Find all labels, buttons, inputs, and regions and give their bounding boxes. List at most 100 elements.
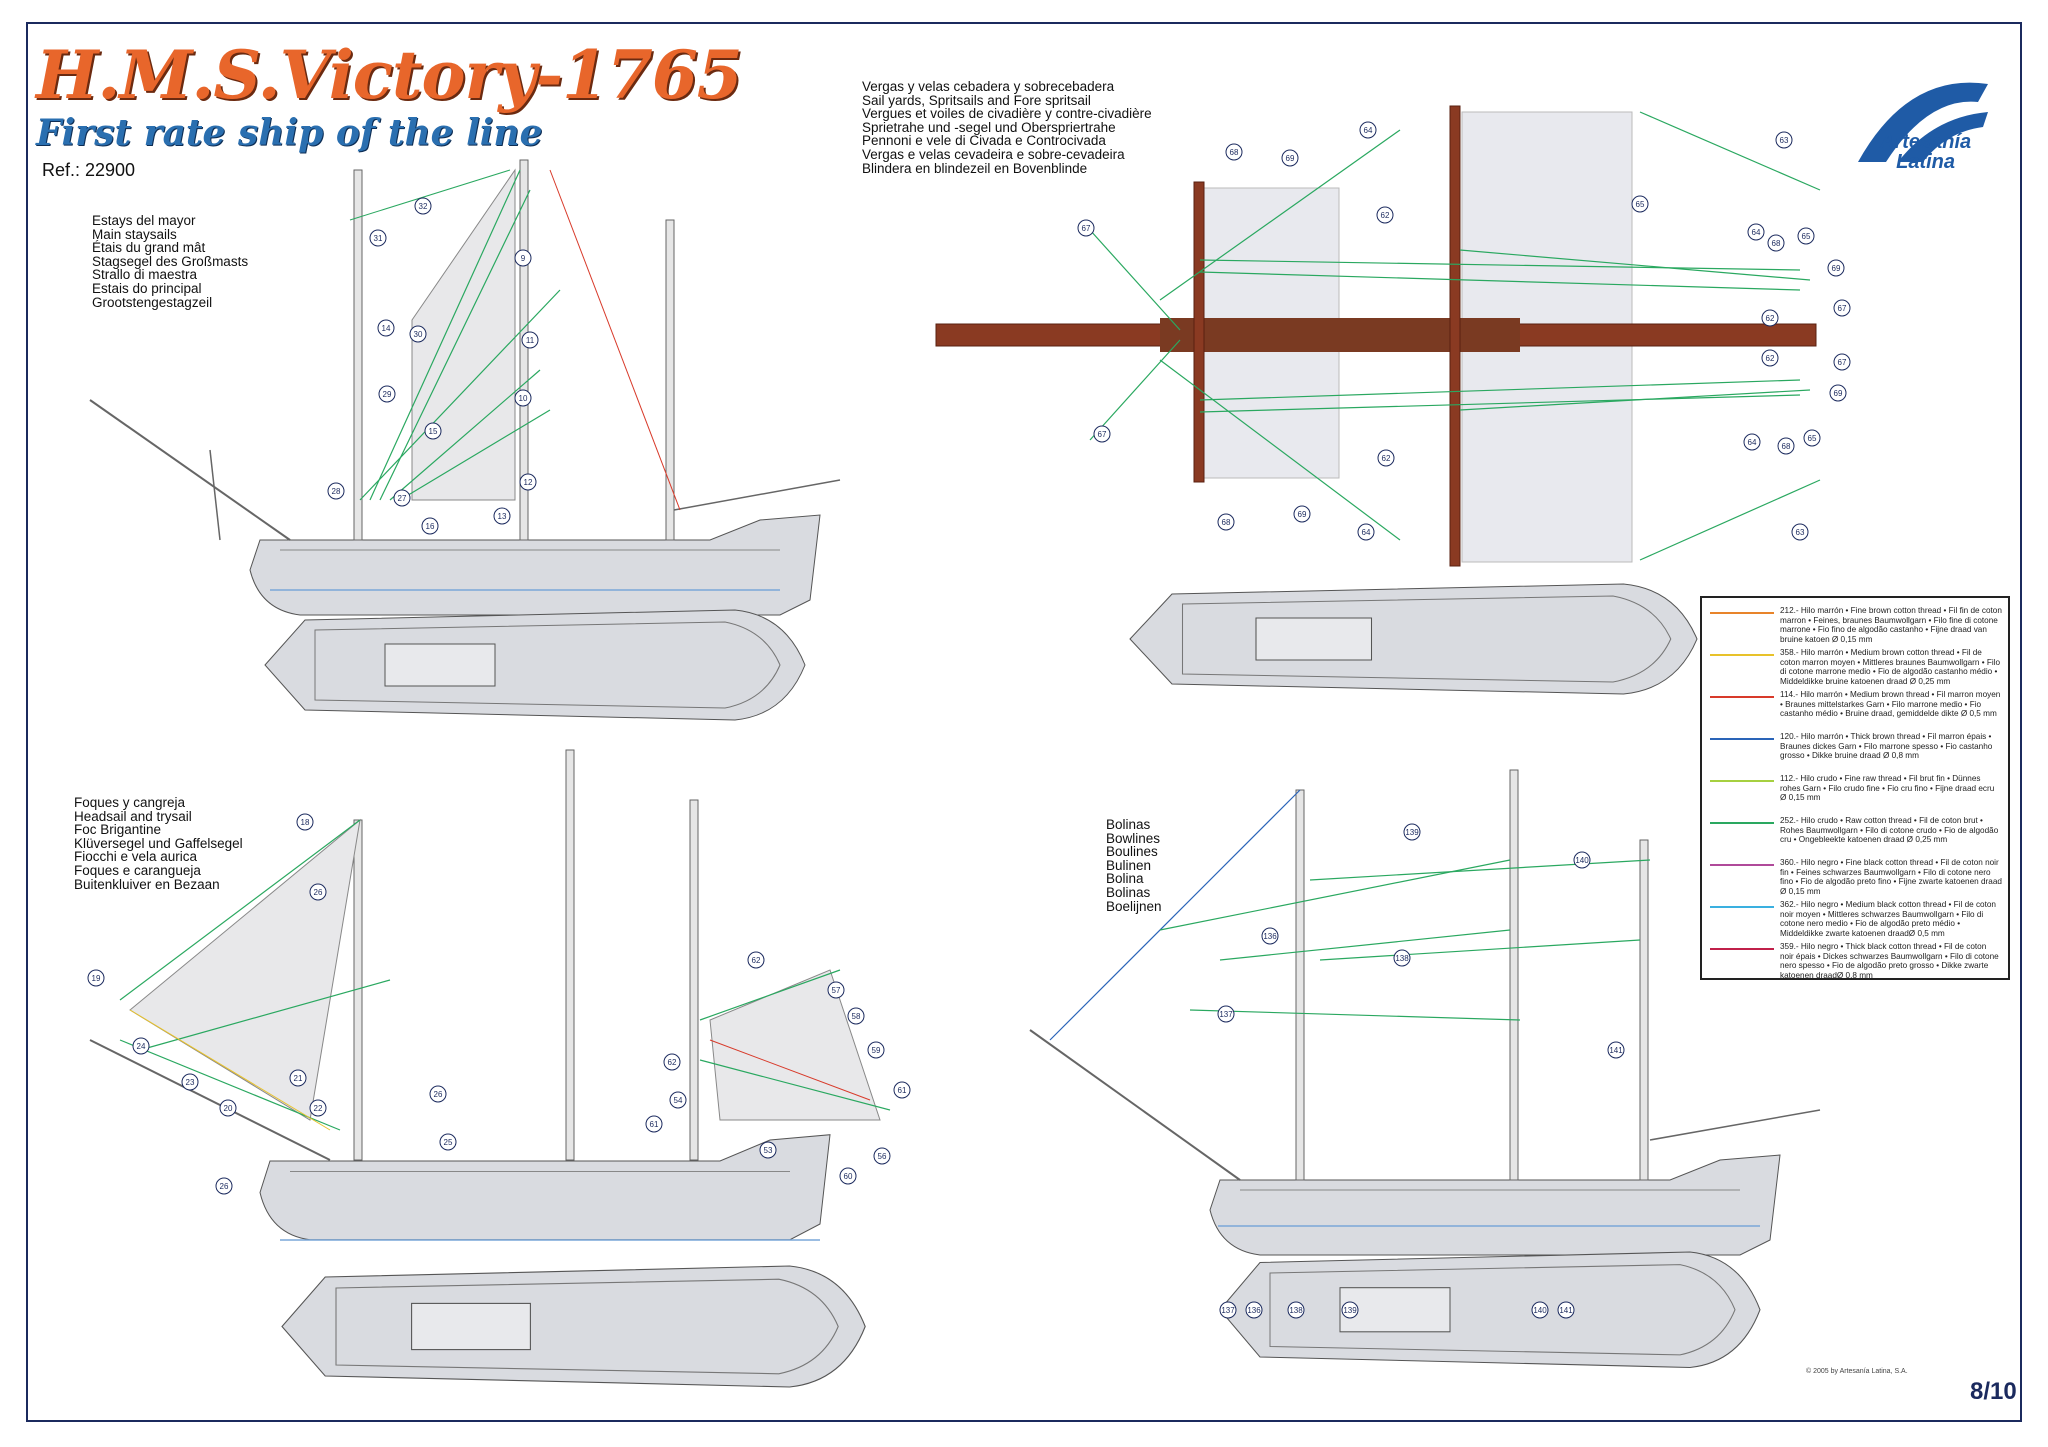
legend-swatch bbox=[1710, 864, 1774, 866]
callout-label: 68 bbox=[1230, 148, 1239, 157]
main-staysails-side-view bbox=[89, 159, 841, 616]
callout-label: 64 bbox=[1364, 126, 1373, 135]
headsail-deck-view bbox=[281, 1265, 866, 1388]
callout-label: 141 bbox=[1559, 1306, 1573, 1315]
callout-label: 19 bbox=[92, 974, 101, 983]
callout-label: 29 bbox=[383, 390, 392, 399]
legend-swatch bbox=[1710, 822, 1774, 824]
callout-label: 68 bbox=[1772, 239, 1781, 248]
callout-label: 69 bbox=[1286, 154, 1295, 163]
legend-text: 252.- Hilo crudo • Raw cotton thread • F… bbox=[1780, 816, 1999, 845]
callout-label: 24 bbox=[137, 1042, 146, 1051]
caption-line: Grootstengestagzeil bbox=[92, 294, 213, 310]
callout-label: 65 bbox=[1802, 232, 1811, 241]
page-subtitle: First rate ship of the line bbox=[36, 112, 543, 154]
caption-line: Foques y cangreja bbox=[74, 795, 186, 810]
callout-label: 138 bbox=[1395, 954, 1409, 963]
caption-line: Vergues et voiles de civadière y contre-… bbox=[862, 106, 1152, 122]
caption-line: Strallo di maestra bbox=[92, 267, 198, 283]
legend-text: 359.- Hilo negro • Thick black cotton th… bbox=[1780, 942, 1999, 980]
callout-label: 139 bbox=[1405, 828, 1419, 837]
caption-line: Stagsegel des Großmasts bbox=[92, 253, 249, 269]
callout-label: 30 bbox=[414, 330, 423, 339]
callout-label: 69 bbox=[1834, 389, 1843, 398]
callout-label: 25 bbox=[444, 1138, 453, 1147]
bowlines-side-view bbox=[1029, 769, 1821, 1256]
bowlines-side-callouts: 139 140 136 138 137 141 bbox=[1217, 823, 1625, 1059]
legend-text: 358.- Hilo marrón • Medium brown cotton … bbox=[1780, 648, 2001, 686]
callout-label: 10 bbox=[519, 394, 528, 403]
headsail-side-callouts: 18 26 19 24 23 20 21 22 26 25 26 62 57 5… bbox=[87, 813, 911, 1195]
callout-label: 59 bbox=[872, 1046, 881, 1055]
callout-label: 62 bbox=[668, 1058, 677, 1067]
caption-line: Estays del mayor bbox=[92, 213, 196, 228]
callout-label: 68 bbox=[1782, 442, 1791, 451]
caption-line: Bolinas bbox=[1106, 817, 1151, 832]
callout-label: 54 bbox=[674, 1096, 683, 1105]
callout-label: 139 bbox=[1343, 1306, 1357, 1315]
callout-label: 57 bbox=[832, 986, 841, 995]
callout-label: 62 bbox=[752, 956, 761, 965]
logo-line-2: Latina bbox=[1896, 151, 1956, 173]
bowlines-deck-callouts: 137 136 138 139 140 141 bbox=[1219, 1301, 1575, 1319]
callout-label: 58 bbox=[852, 1012, 861, 1021]
callout-label: 136 bbox=[1247, 1306, 1261, 1315]
page-frame bbox=[26, 22, 2022, 1422]
caption-line: Sail yards, Spritsails and Fore spritsai… bbox=[862, 92, 1091, 108]
callout-label: 15 bbox=[429, 427, 438, 436]
logo-text: Artesanía Latina bbox=[1880, 132, 1971, 172]
callout-label: 61 bbox=[650, 1120, 659, 1129]
caption-line: Buitenkluiver en Bezaan bbox=[74, 876, 220, 892]
legend-swatch bbox=[1710, 612, 1774, 614]
legend-swatch bbox=[1710, 906, 1774, 908]
spritsail-caption: Vergas y velas cebadera y sobrecebadera … bbox=[862, 80, 1152, 175]
legend-text: 362.- Hilo negro • Medium black cotton t… bbox=[1780, 900, 1996, 938]
headsail-side-view bbox=[89, 749, 891, 1241]
caption-line: Vergas e velas cevadeira e sobre-cevadei… bbox=[862, 146, 1125, 162]
callout-label: 67 bbox=[1082, 224, 1091, 233]
caption-line: Boelijnen bbox=[1106, 898, 1162, 914]
callout-label: 141 bbox=[1609, 1046, 1623, 1055]
caption-line: Bulinen bbox=[1106, 857, 1152, 873]
callout-label: 53 bbox=[764, 1146, 773, 1155]
caption-line: Foc Brigantine bbox=[74, 822, 162, 838]
callout-label: 16 bbox=[426, 522, 435, 531]
callout-label: 64 bbox=[1362, 528, 1371, 537]
caption-line: Vergas y velas cebadera y sobrecebadera bbox=[862, 79, 1115, 94]
caption-line: Boulines bbox=[1106, 844, 1158, 860]
callout-label: 64 bbox=[1748, 438, 1757, 447]
copyright: © 2005 by Artesanía Latina, S.A. bbox=[1806, 1368, 1908, 1375]
callout-label: 137 bbox=[1221, 1306, 1235, 1315]
callout-label: 22 bbox=[314, 1104, 323, 1113]
caption-line: Sprietrahe und -segel und Oberspriertrah… bbox=[862, 119, 1116, 135]
callout-label: 67 bbox=[1098, 430, 1107, 439]
callout-label: 61 bbox=[898, 1086, 907, 1095]
callout-label: 12 bbox=[524, 478, 533, 487]
callout-label: 64 bbox=[1752, 228, 1761, 237]
caption-line: Bolinas bbox=[1106, 884, 1151, 900]
legend-swatch bbox=[1710, 948, 1774, 950]
callout-label: 32 bbox=[419, 202, 428, 211]
callout-label: 69 bbox=[1832, 264, 1841, 273]
caption-line: Headsail and trysail bbox=[74, 808, 192, 824]
callout-label: 60 bbox=[844, 1172, 853, 1181]
caption-line: Fiocchi e vela aurica bbox=[74, 849, 198, 865]
spritsail-plan-callouts: 64 68 69 63 65 67 62 64 68 65 69 67 62 6… bbox=[1077, 121, 1851, 541]
callout-label: 28 bbox=[332, 487, 341, 496]
caption-line: Étais du grand mât bbox=[92, 240, 206, 256]
legend-text: 112.- Hilo crudo • Fine raw thread • Fil… bbox=[1780, 774, 1995, 803]
callout-label: 9 bbox=[521, 254, 526, 263]
callout-label: 65 bbox=[1636, 200, 1645, 209]
callout-label: 11 bbox=[526, 336, 535, 345]
thread-legend: 212.- Hilo marrón • Fine brown cotton th… bbox=[1700, 596, 2010, 980]
callout-label: 62 bbox=[1766, 314, 1775, 323]
callout-label: 62 bbox=[1382, 454, 1391, 463]
callout-label: 138 bbox=[1289, 1306, 1303, 1315]
page-title: H.M.S.Victory-1765 bbox=[36, 36, 743, 114]
callout-label: 140 bbox=[1575, 856, 1589, 865]
caption-line: Pennoni e vele di Civada e Controcivada bbox=[862, 133, 1106, 149]
callout-label: 67 bbox=[1838, 358, 1847, 367]
main-staysails-deck-view bbox=[264, 609, 806, 721]
logo-line-1: Artesanía bbox=[1880, 131, 1972, 153]
